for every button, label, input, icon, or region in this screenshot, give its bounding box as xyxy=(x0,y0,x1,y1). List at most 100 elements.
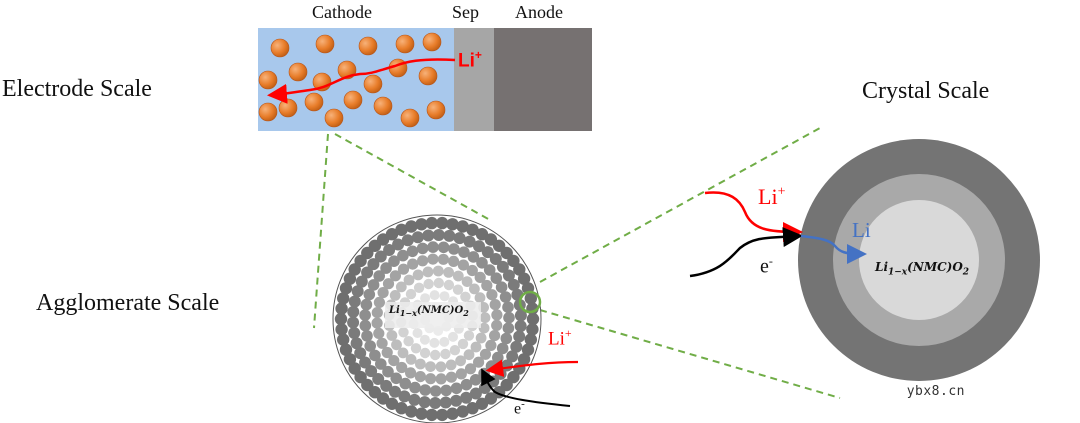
zoom-circle xyxy=(518,290,542,314)
agglomerate-grain xyxy=(373,270,386,282)
agglomerate-grain xyxy=(347,316,360,329)
agglomerate-grain xyxy=(514,309,527,322)
crystal xyxy=(689,139,1040,381)
agglomerate-grain xyxy=(381,346,393,359)
agglomerate-grain xyxy=(425,361,436,372)
cathode-particle xyxy=(315,34,335,54)
agglomerate-grain xyxy=(445,359,457,371)
agglomerate-grain xyxy=(372,373,385,385)
agglomerate-grain xyxy=(456,220,469,233)
agglomerate-grain xyxy=(355,275,368,288)
agglomerate-grain xyxy=(337,292,350,305)
agglomerate-grain xyxy=(348,327,361,339)
agglomerate-grain xyxy=(450,394,463,407)
agglomerate-grain xyxy=(390,372,403,385)
agglomerate-core-formula: Li1−x(NMC)O2 xyxy=(389,305,469,318)
agglomerate-grain xyxy=(485,339,497,351)
agglomerate-grain xyxy=(380,262,392,274)
agglomerate-grain xyxy=(496,342,509,355)
crystal-electron-label: e- xyxy=(760,254,773,279)
agg-formula-rest: (NMC)O xyxy=(416,305,464,316)
agglomerate-grain xyxy=(436,408,449,422)
agg-e-charge: - xyxy=(521,398,525,410)
agglomerate-grain xyxy=(455,355,466,367)
agglomerate-grain xyxy=(359,309,371,321)
agglomerate-grain xyxy=(367,279,380,291)
agglomerate-grain xyxy=(432,265,444,277)
agglomerate-grain xyxy=(452,270,464,282)
watermark: ybx8.cn xyxy=(906,384,965,399)
agglomerate-grain xyxy=(466,264,478,277)
agglomerate-grain xyxy=(335,302,348,315)
agglomerate-grain xyxy=(397,263,410,275)
agglomerate-grain xyxy=(416,242,429,255)
agglomerate-grain xyxy=(392,238,405,251)
agglomerate-grain xyxy=(389,270,401,282)
agglomerate-grain xyxy=(351,285,364,298)
agglomerate-grain xyxy=(376,337,388,349)
cathode-particle xyxy=(373,96,393,116)
agglomerate-grain xyxy=(521,343,535,356)
agglomerate-grain xyxy=(456,405,469,418)
agglomerate-grain xyxy=(469,387,482,400)
crystal-formula-rest: (NMC)O xyxy=(907,260,963,274)
connector-crystal-top xyxy=(539,127,821,283)
anode-region xyxy=(494,28,592,131)
agglomerate-grain xyxy=(403,274,415,286)
agglomerate-grain xyxy=(443,267,454,278)
cathode-particle xyxy=(304,92,324,112)
agglomerate-grain xyxy=(463,330,475,341)
agglomerate-grain xyxy=(463,235,476,248)
agglomerate-grain xyxy=(334,312,348,326)
cathode-particle xyxy=(258,70,278,90)
agglomerate-grain xyxy=(422,229,435,242)
agglomerate-grain xyxy=(385,228,399,241)
agglomerate-grain xyxy=(377,287,389,299)
crystal-scale-label: Crystal Scale xyxy=(862,78,990,104)
agglomerate-grain xyxy=(423,278,434,290)
agglomerate-grain xyxy=(455,368,467,380)
agglomerate-grain xyxy=(371,317,383,329)
agglomerate-grain xyxy=(433,277,444,289)
agglomerate-grain xyxy=(435,373,447,385)
electrode-scale-label: Electrode Scale xyxy=(2,76,152,102)
agglomerate-grain xyxy=(435,361,447,373)
agglomerate-grain xyxy=(419,384,432,396)
agglomerate-grain xyxy=(450,382,463,395)
crystal-li-ion-label: Li+ xyxy=(758,184,785,210)
electrode-li-path xyxy=(267,58,456,104)
agglomerate-grain xyxy=(437,253,449,265)
agglomerate-grain xyxy=(446,218,459,231)
agg-li-charge: + xyxy=(564,326,572,340)
agglomerate-grain xyxy=(382,278,395,290)
cathode-particle xyxy=(426,100,446,120)
agglomerate-grain xyxy=(348,295,361,308)
agglomerate-grain xyxy=(524,333,537,346)
agglomerate-grain xyxy=(422,266,434,278)
agglomerate-grain xyxy=(429,397,442,409)
agglomerate-grain xyxy=(500,332,513,345)
agglomerate-grain xyxy=(475,332,487,344)
agglomerate-grain xyxy=(339,282,353,295)
cathode-particle xyxy=(288,62,308,82)
agglomerate-grain xyxy=(474,271,486,283)
crystal-formula-sub: 1−x xyxy=(888,267,908,278)
connector-left xyxy=(313,133,329,329)
agglomerate-grain xyxy=(363,288,376,301)
agglomerate-grain xyxy=(460,391,473,404)
agglomerate-grain xyxy=(373,327,385,339)
agglomerate-grain xyxy=(457,259,469,271)
agglomerate-grain xyxy=(481,246,494,259)
agglomerate-grain xyxy=(343,353,357,366)
agglomerate-grain xyxy=(413,282,425,293)
cathode-particle xyxy=(343,90,363,110)
agglomerate-electron-arrow xyxy=(481,368,571,407)
agglomerate-grain xyxy=(419,347,431,359)
agglomerate xyxy=(332,214,579,423)
agglomerate-grain xyxy=(429,290,440,301)
crystal-electron-arrow xyxy=(689,227,803,278)
agglomerate-grain xyxy=(467,251,480,263)
agglomerate-grain xyxy=(388,255,400,267)
agglomerate-grain xyxy=(448,243,460,255)
